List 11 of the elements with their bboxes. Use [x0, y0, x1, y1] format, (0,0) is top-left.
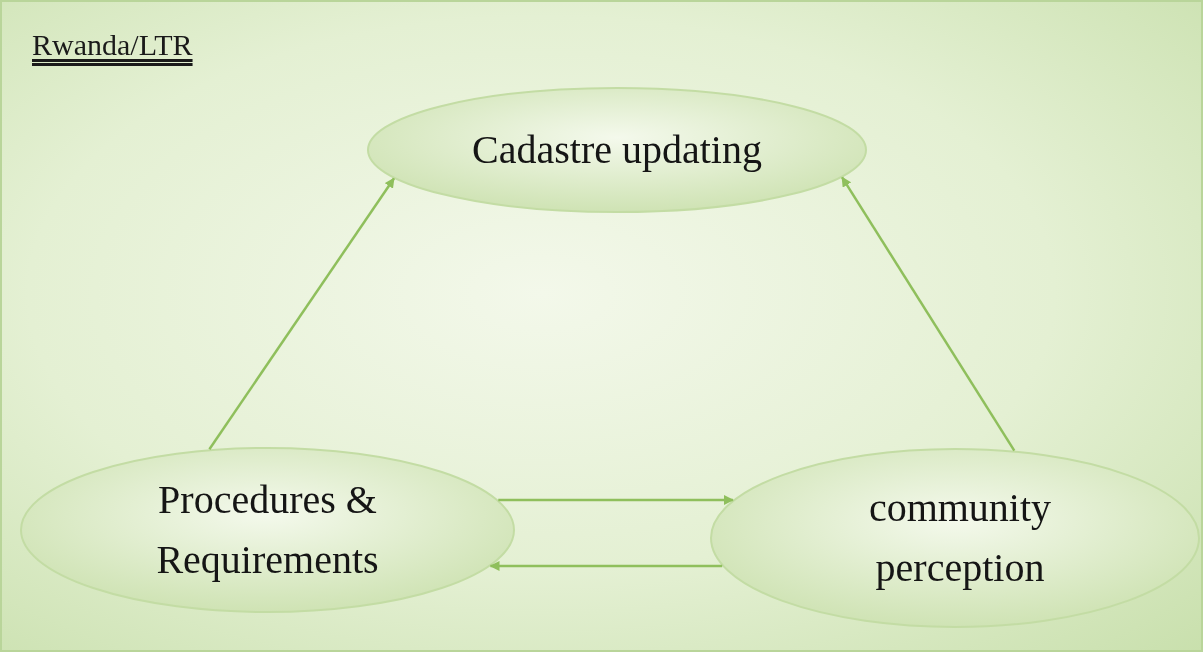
node-label: Cadastre updating	[472, 126, 762, 174]
arrow	[489, 561, 723, 571]
node-label: Procedures & Requirements	[155, 476, 380, 584]
ellipse-node	[20, 447, 515, 613]
arrow	[208, 177, 395, 451]
ellipse-node	[710, 448, 1200, 628]
node-label: community perception	[867, 484, 1053, 592]
title: Rwanda/LTR	[32, 28, 193, 62]
arrow	[841, 176, 1016, 452]
arrow	[498, 495, 734, 505]
ellipse-node	[367, 87, 867, 213]
